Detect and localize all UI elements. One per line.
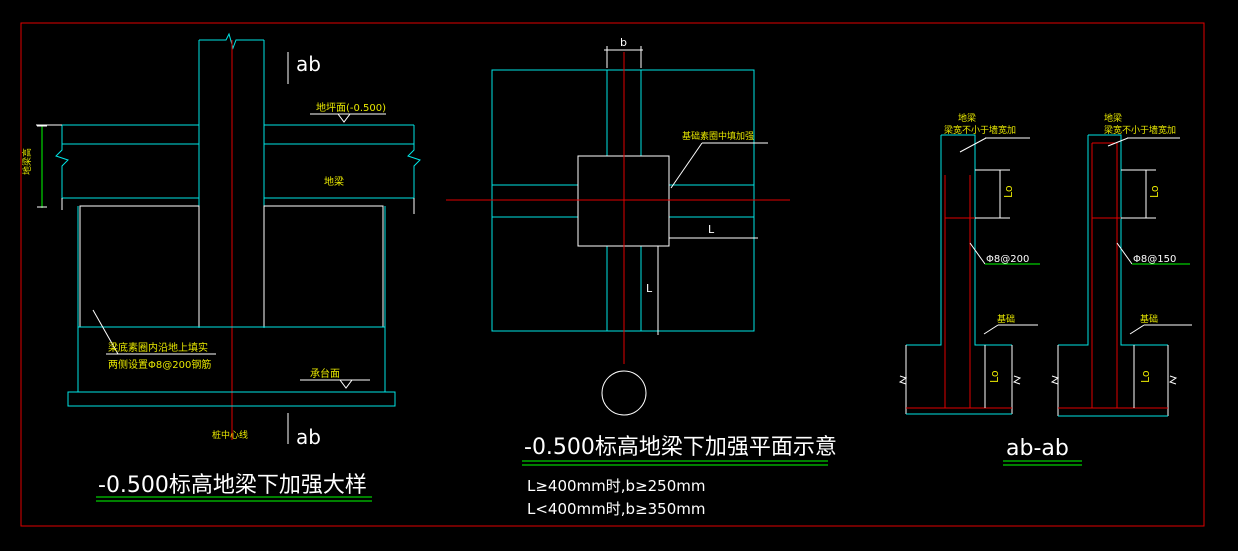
pile-cap-label: 承台面 xyxy=(310,367,340,380)
section-left-width-note: 梁宽不小于墙宽加 xyxy=(944,124,1016,136)
section-detail-title: ab-ab xyxy=(1006,436,1069,461)
section-right-width-note: 梁宽不小于墙宽加 xyxy=(1104,124,1176,136)
drawing-frame xyxy=(20,22,1205,527)
plan-leader-label: 基础素圈中填加强 xyxy=(682,130,754,142)
ground-level-label: 地坪面(-0.500) xyxy=(316,101,386,114)
plan-detail: b L L 基础素圈中填加强 -0.500标高地梁下加强平面示意 L≥400mm… xyxy=(446,36,837,518)
beam-right-outline xyxy=(264,124,421,199)
beam-label: 地梁 xyxy=(324,175,344,188)
section-circle xyxy=(601,370,647,416)
ground-level-marker xyxy=(337,113,351,123)
section-mark-top: ab xyxy=(296,52,321,76)
section-left-lo-bottom: Lo xyxy=(988,370,1001,383)
plan-rule-1: L≥400mm时,b≥250mm xyxy=(527,477,706,495)
section-left: 地梁 梁宽不小于墙宽加 Lo Φ8@200 基础 Lo xyxy=(898,112,1040,415)
pile-cap-base xyxy=(67,391,396,407)
section-left-lo-top: Lo xyxy=(1002,185,1015,198)
pile-cap-marker xyxy=(339,379,353,389)
pile-axis-label: 桩中心线 xyxy=(212,429,248,441)
plan-detail-title: -0.500标高地梁下加强平面示意 xyxy=(524,435,837,460)
plan-rule-2: L<400mm时,b≥350mm xyxy=(527,500,706,518)
section-right-base: 基础 xyxy=(1140,313,1158,325)
section-detail: 地梁 梁宽不小于墙宽加 Lo Φ8@200 基础 Lo xyxy=(898,112,1192,466)
dim-b-label: b xyxy=(620,36,627,49)
section-mark-bottom: ab xyxy=(296,425,321,449)
section-left-rebar: Φ8@200 xyxy=(986,254,1029,265)
beam-left-outline xyxy=(55,124,199,199)
section-right-lo-bottom: Lo xyxy=(1139,370,1152,383)
section-right-lo-top: Lo xyxy=(1148,185,1161,198)
backfill-left xyxy=(79,205,200,328)
dim-L-horizontal: L xyxy=(708,223,715,236)
column-break-line xyxy=(199,32,264,50)
backfill-note-1: 梁底素圈内沿地上填实 xyxy=(108,341,208,354)
section-left-base: 基础 xyxy=(997,313,1015,325)
section-right-beam: 地梁 xyxy=(1104,112,1122,124)
left-detail-title: -0.500标高地梁下加强大样 xyxy=(98,473,367,498)
section-right: 地梁 梁宽不小于墙宽加 Lo Φ8@150 基础 Lo xyxy=(1050,112,1192,417)
section-right-rebar: Φ8@150 xyxy=(1133,254,1176,265)
section-left-beam: 地梁 xyxy=(958,112,976,124)
backfill-note-2: 两侧设置Φ8@200钢筋 xyxy=(108,358,211,371)
dim-L-vertical: L xyxy=(646,282,653,295)
backfill-right xyxy=(263,205,384,328)
beam-height-label: 地梁高 xyxy=(21,148,33,175)
left-detail: ab ab 地坪面(-0.500) 地梁 地梁高 梁底素圈内沿地上填实 两侧设置… xyxy=(21,32,421,502)
